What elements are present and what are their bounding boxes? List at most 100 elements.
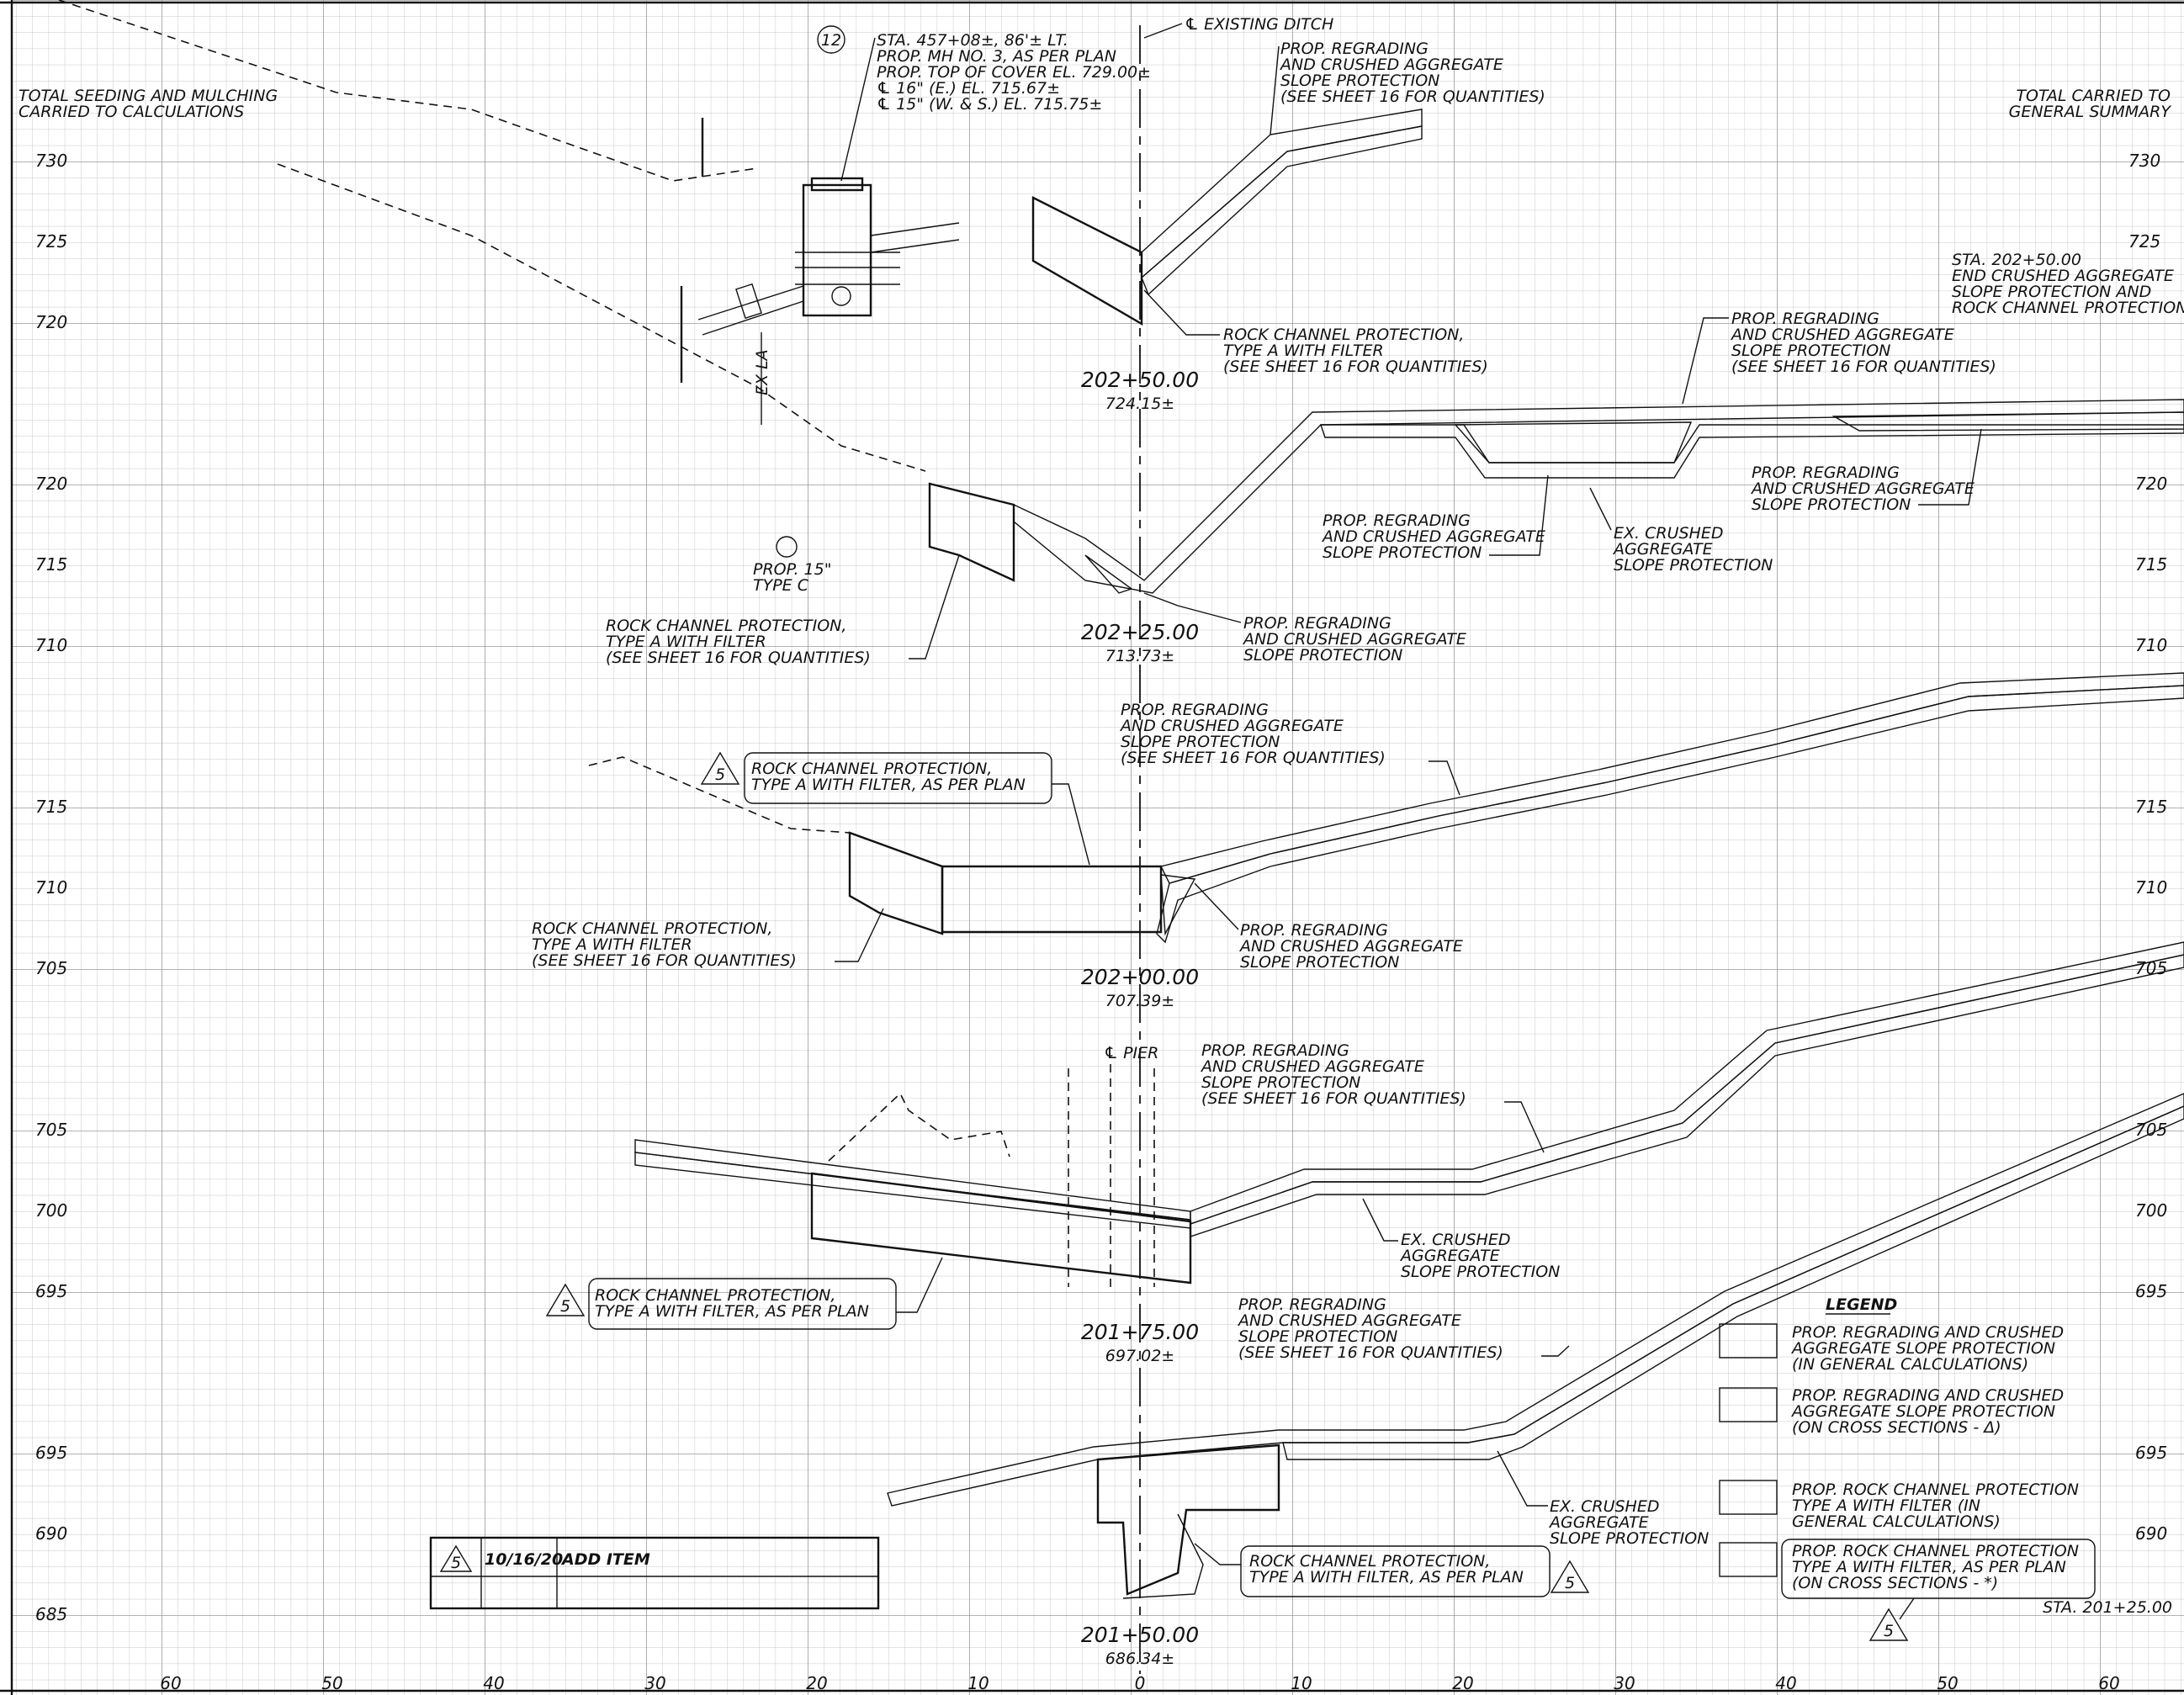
note-line: STA. 457+08±, 86'± LT. (877, 31, 1068, 50)
existing-ground-line-lower (277, 163, 926, 472)
rock-channel-as-per-plan (810, 1172, 1192, 1284)
note-line: SLOPE PROTECTION (1323, 543, 1482, 562)
elev-tick-left: 705 (35, 958, 67, 978)
x-axis-tick-label: 10 (1291, 1673, 1312, 1693)
slope-protection (1013, 399, 2184, 594)
pipe-circle (776, 536, 798, 558)
ex-la-label: EX LA (753, 349, 771, 395)
slope-note-4-leader (1504, 1101, 1545, 1153)
station-label-201-75: 201+75.00 (1081, 1320, 1199, 1344)
note-line: SLOPE PROTECTION (1401, 1263, 1560, 1281)
note-line: (IN GENERAL CALCULATIONS) (1792, 1355, 2028, 1374)
rock-note-4-cloud (588, 1278, 897, 1330)
note-line: AND CRUSHED AGGREGATE (1750, 479, 1975, 498)
pier-note: ℄ PIER (1104, 1044, 1158, 1062)
elev-tick-left: 685 (35, 1604, 67, 1624)
note-line: ROCK CHANNEL PROTECTION, (751, 760, 992, 778)
elev-tick-right: 715 (2135, 797, 2167, 817)
note-line: AND CRUSHED AGGREGATE (1279, 56, 1503, 74)
note-line: AND CRUSHED AGGREGATE (1730, 326, 1954, 344)
note-line: SLOPE PROTECTION (1243, 646, 1402, 665)
elev-tick-right: 720 (2135, 474, 2167, 494)
x-axis-tick-label: 20 (806, 1673, 827, 1693)
note-line: TYPE A WITH FILTER, AS PER PLAN (751, 776, 1026, 794)
note-line: SLOPE PROTECTION (1280, 72, 1439, 90)
ex-note-4-leader (1362, 1198, 1398, 1242)
note-line: AND CRUSHED AGGREGATE (1321, 527, 1545, 546)
note-line: EX. CRUSHED (1614, 524, 1723, 543)
manhole-note: STA. 457+08±, 86'± LT.PROP. MH NO. 3, AS… (877, 31, 1151, 114)
station-label-202-25: 202+25.00 (1081, 620, 1199, 644)
rock-note-4: ROCK CHANNEL PROTECTION,TYPE A WITH FILT… (595, 1286, 869, 1321)
note-line: PROP. REGRADING (1240, 921, 1388, 940)
note-line: AND CRUSHED AGGREGATE (1237, 1311, 1461, 1330)
note-line: PROP. REGRADING (1752, 463, 1900, 482)
elevation-label-202-50: 724.15± (1105, 395, 1174, 413)
elev-tick-left: 700 (35, 1200, 67, 1221)
slope-note-2c-leader (1918, 428, 1982, 506)
rock-channel-protection (928, 482, 1015, 582)
note-line: SLOPE PROTECTION AND (1952, 283, 2151, 301)
revision-delta: 5 (1550, 1560, 1590, 1593)
legend-swatch-agg-light (1719, 1323, 1778, 1359)
callout-leader (840, 37, 876, 182)
note-line: EX. CRUSHED (1401, 1231, 1510, 1249)
x-axis-tick-label: 50 (1937, 1673, 1958, 1693)
note-line: ROCK CHANNEL PROTECTION, (532, 919, 772, 938)
note-line: ROCK CHANNEL PROTECTION, (1249, 1552, 1490, 1571)
legend-delta-leader (1899, 1597, 1915, 1620)
slope-protection-cross-section (1831, 411, 2184, 432)
revision-block: 5 10/16/20 ADD ITEM (429, 1536, 880, 1610)
rock-note-5-leader (1194, 1543, 1241, 1565)
note-line: AND CRUSHED AGGREGATE (1119, 717, 1344, 735)
elev-tick-left: 720 (35, 312, 67, 332)
rock-note-3a: ROCK CHANNEL PROTECTION,TYPE A WITH FILT… (751, 760, 1026, 794)
elevation-label-202-00: 707.39± (1105, 992, 1174, 1010)
note-line: (SEE SHEET 16 FOR QUANTITIES) (1731, 358, 1996, 376)
slope-note-3a-leader (1429, 760, 1460, 796)
note-line: AGGREGATE (1612, 540, 1713, 559)
x-axis-tick-label: 60 (2098, 1673, 2119, 1693)
x-axis-tick-label: 20 (1452, 1673, 1473, 1693)
rock-channel-protection (1031, 196, 1143, 326)
elev-tick-right: 690 (2135, 1523, 2167, 1544)
elev-tick-right: 695 (2135, 1281, 2167, 1301)
note-line: PROP. REGRADING AND CRUSHED (1792, 1323, 2064, 1342)
slope-note-1-leader (1270, 45, 1280, 135)
legend-swatch-agg-dark (1719, 1387, 1778, 1422)
note-line: PROP. REGRADING (1280, 40, 1429, 58)
pipe-note: PROP. 15"TYPE C (753, 560, 831, 595)
note-line: PROP. REGRADING (1238, 1295, 1386, 1314)
note-line: TYPE A WITH FILTER (IN (1792, 1496, 1980, 1515)
note-line: (SEE SHEET 16 FOR QUANTITIES) (1201, 1089, 1466, 1108)
callout-number: 12 (821, 31, 841, 50)
x-axis-tick-label: 0 (1135, 1673, 1146, 1693)
elev-tick-left: 710 (35, 635, 67, 655)
note-line: (SEE SHEET 16 FOR QUANTITIES) (1121, 749, 1386, 767)
note-line: ROCK CHANNEL PROTECTION, (1223, 326, 1464, 344)
note-line: PROP. ROCK CHANNEL PROTECTION (1792, 1480, 2079, 1499)
slope-protection-base (1190, 954, 2184, 1237)
section-202-50: EX LA 12 STA. 457+08±, 86'± LT.PROP. MH … (35, 0, 2184, 472)
note-line: PROP. REGRADING (1243, 614, 1392, 633)
note-line: AND CRUSHED AGGREGATE (1242, 630, 1466, 649)
note-line: CARRIED TO CALCULATIONS (19, 103, 244, 121)
revision-date: 10/16/20 (485, 1550, 563, 1569)
note-line: AGGREGATE SLOPE PROTECTION (1790, 1402, 2055, 1421)
note-line: AGGREGATE (1548, 1513, 1649, 1532)
elevation-label-201-50: 686.34± (1105, 1650, 1174, 1668)
note-line: PROP. REGRADING (1121, 701, 1269, 719)
slope-note-2a-leader (1682, 317, 1729, 405)
note-line: TYPE C (753, 576, 809, 595)
